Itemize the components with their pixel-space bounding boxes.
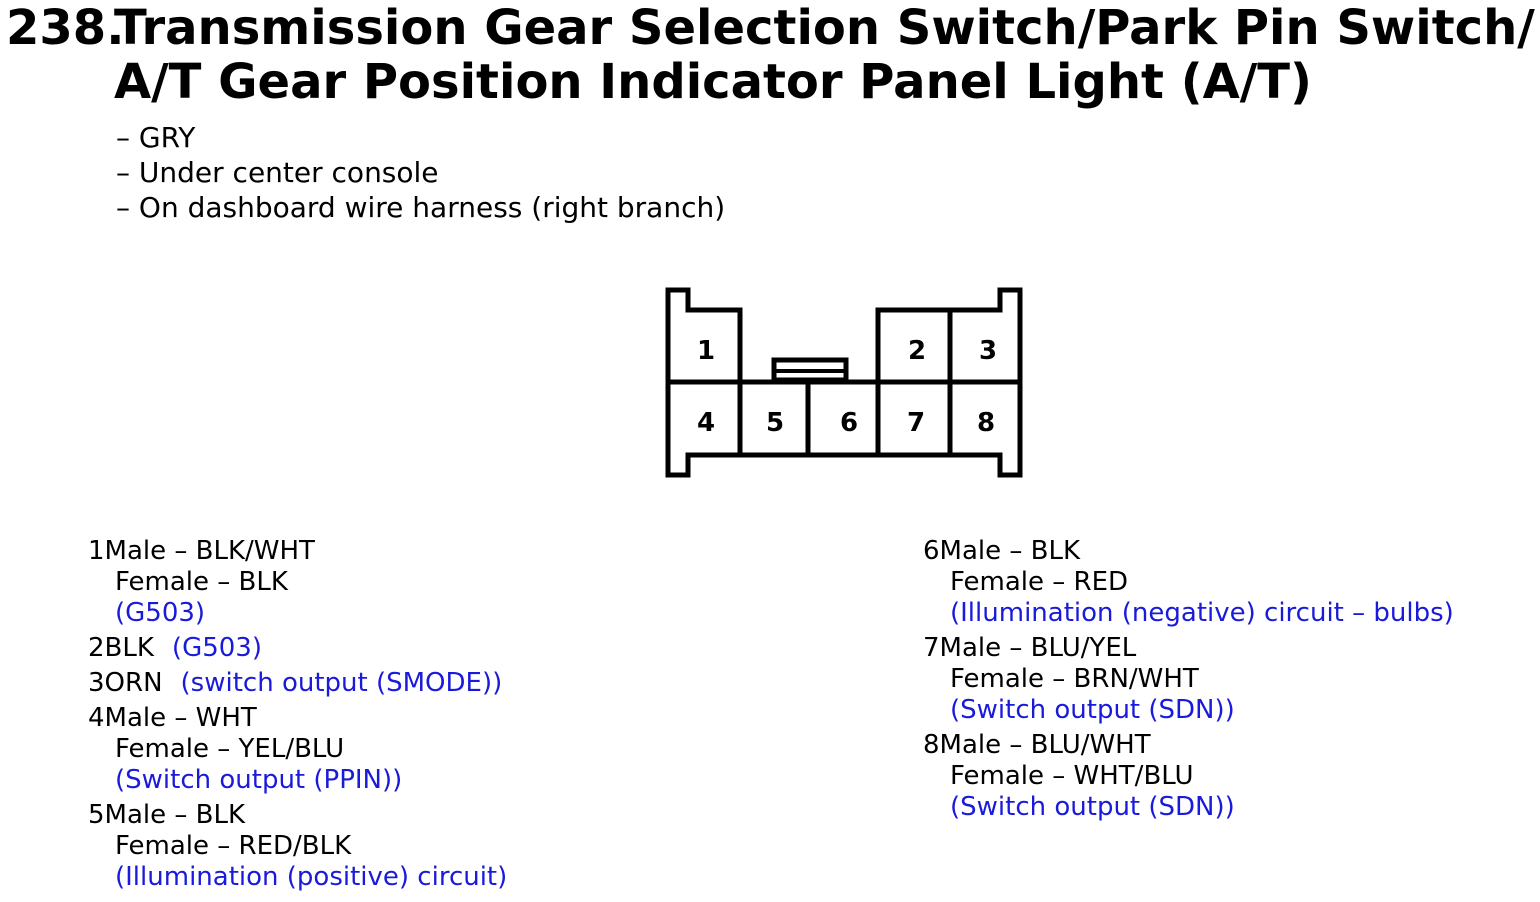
connector-housing — [665, 287, 1023, 478]
pin-number: 5 — [88, 800, 105, 830]
male-wire: Male – BLK — [104, 800, 246, 830]
pin-1-entry: 1Male – BLK/WHT Female – BLK (G503) — [88, 536, 507, 629]
female-wire: Female – BLK — [115, 567, 288, 597]
connector-diagram: 1 2 3 4 5 6 7 8 — [665, 287, 1023, 478]
pin-list-left: 1Male – BLK/WHT Female – BLK (G503) 2BLK… — [88, 536, 507, 897]
pin-label-6: 6 — [840, 408, 858, 438]
female-wire: Female – YEL/BLU — [115, 734, 345, 764]
pin-description: (switch output (SMODE)) — [180, 668, 503, 698]
pin-label-7: 7 — [907, 408, 925, 438]
male-wire: Male – BLU/WHT — [939, 730, 1151, 760]
wire-color: BLK — [104, 633, 154, 663]
pin-number: 4 — [88, 703, 105, 733]
female-wire: Female – RED/BLK — [115, 831, 352, 861]
pin-number: 2 — [88, 633, 105, 663]
connector-notes: – GRY – Under center console – On dashbo… — [116, 120, 725, 225]
latch-tab — [771, 357, 849, 383]
pin-description: (Switch output (SDN)) — [950, 792, 1235, 822]
pin-label-2: 2 — [908, 336, 926, 366]
pin-label-8: 8 — [977, 408, 995, 438]
note-location: – Under center console — [116, 156, 439, 189]
pin-4-entry: 4Male – WHT Female – YEL/BLU (Switch out… — [88, 703, 507, 796]
pin-number: 7 — [923, 633, 940, 663]
note-color: – GRY — [116, 121, 196, 154]
male-wire: Male – BLK — [939, 536, 1081, 566]
pin-description: (G503) — [115, 598, 206, 628]
pin-label-4: 4 — [697, 408, 715, 438]
pin-description: (G503) — [171, 633, 262, 663]
male-wire: Male – BLK/WHT — [104, 536, 315, 566]
female-wire: Female – BRN/WHT — [950, 664, 1199, 694]
page-title-line-1: Transmission Gear Selection Switch/Park … — [114, 0, 1535, 56]
pin-number: 6 — [923, 536, 940, 566]
pin-2-entry: 2BLK (G503) — [88, 633, 507, 664]
pin-5-entry: 5Male – BLK Female – RED/BLK (Illuminati… — [88, 800, 507, 893]
pin-description: (Switch output (PPIN)) — [115, 765, 403, 795]
pin-list-right: 6Male – BLK Female – RED (Illumination (… — [923, 536, 1454, 827]
wire-color: ORN — [104, 668, 163, 698]
male-wire: Male – WHT — [104, 703, 257, 733]
pin-number: 3 — [88, 668, 105, 698]
page-title-line-2: A/T Gear Position Indicator Panel Light … — [114, 54, 1312, 110]
pin-8-entry: 8Male – BLU/WHT Female – WHT/BLU (Switch… — [923, 730, 1454, 823]
male-wire: Male – BLU/YEL — [939, 633, 1137, 663]
pin-description: (Illumination (positive) circuit) — [115, 862, 508, 892]
pin-description: (Switch output (SDN)) — [950, 695, 1235, 725]
note-harness: – On dashboard wire harness (right branc… — [116, 191, 726, 224]
female-wire: Female – WHT/BLU — [950, 761, 1194, 791]
section-number: 238. — [6, 0, 125, 56]
pin-label-3: 3 — [979, 336, 997, 366]
pin-3-entry: 3ORN (switch output (SMODE)) — [88, 668, 507, 699]
pin-number: 8 — [923, 730, 940, 760]
pin-6-entry: 6Male – BLK Female – RED (Illumination (… — [923, 536, 1454, 629]
female-wire: Female – RED — [950, 567, 1129, 597]
pin-label-1: 1 — [697, 336, 715, 366]
pin-label-5: 5 — [766, 408, 784, 438]
pin-number: 1 — [88, 536, 105, 566]
pin-7-entry: 7Male – BLU/YEL Female – BRN/WHT (Switch… — [923, 633, 1454, 726]
pin-description: (Illumination (negative) circuit – bulbs… — [950, 598, 1454, 628]
